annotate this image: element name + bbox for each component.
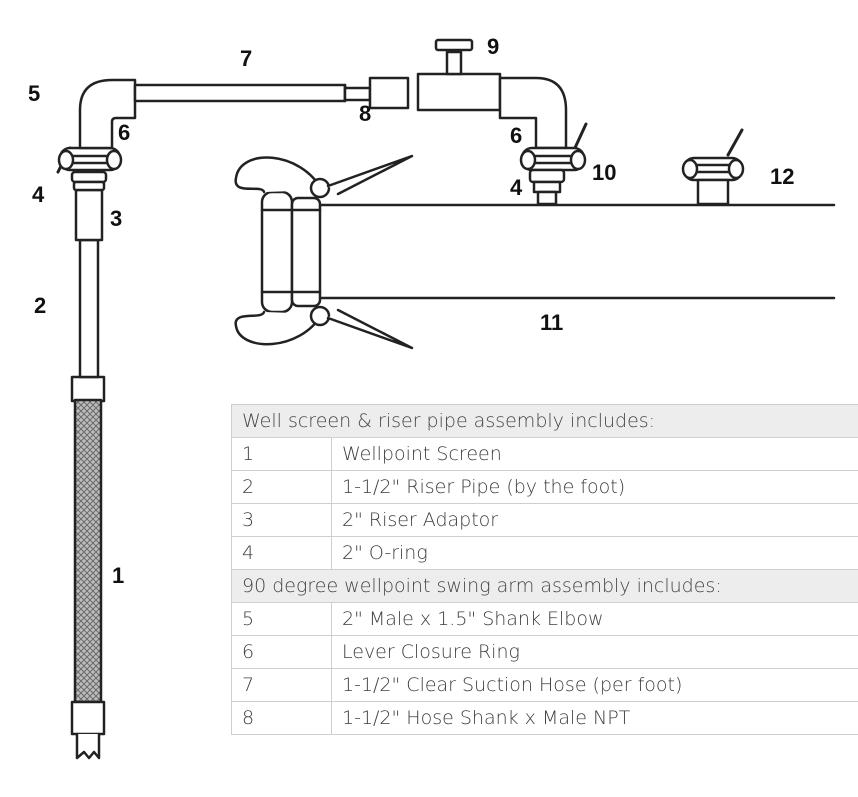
section-title: Well screen & riser pipe assembly includ…: [231, 404, 858, 438]
table-row: 6 Lever Closure Ring: [231, 635, 858, 669]
callout-6-right: 6: [510, 123, 522, 148]
callout-11: 11: [540, 310, 563, 335]
part-description: 1-1/2" Clear Suction Hose (per foot): [331, 668, 858, 702]
table-row: 5 2" Male x 1.5" Shank Elbow: [231, 602, 858, 636]
callout-12: 12: [770, 164, 794, 189]
coupler-adaptor: [528, 168, 566, 206]
callout-3: 3: [110, 206, 122, 231]
callout-2: 2: [34, 293, 46, 318]
callout-4-left: 4: [32, 182, 45, 207]
part-description: 1-1/2" Hose Shank x Male NPT: [331, 701, 858, 735]
hose-shank: [343, 76, 410, 110]
callout-4-right: 4: [510, 175, 523, 200]
part-number: 3: [231, 503, 332, 537]
riser-pipe: [78, 238, 100, 379]
parts-table: Well screen & riser pipe assembly includ…: [231, 404, 858, 735]
lever-closure-ring-left: [56, 146, 123, 174]
part-description: 2" Male x 1.5" Shank Elbow: [331, 602, 858, 636]
part-number: 6: [231, 635, 332, 669]
callout-5: 5: [28, 81, 40, 106]
clear-suction-hose: [133, 83, 347, 103]
callout-7: 7: [240, 46, 252, 71]
part-description: Wellpoint Screen: [331, 437, 858, 471]
part-description: 2" O-ring: [331, 536, 858, 570]
elbow-left: [78, 78, 137, 150]
part-number: 2: [231, 470, 332, 504]
table-row: 1 Wellpoint Screen: [231, 437, 858, 471]
section-title: 90 degree wellpoint swing arm assembly i…: [231, 569, 858, 603]
part-description: Lever Closure Ring: [331, 635, 858, 669]
part-number: 5: [231, 602, 332, 636]
elbow-right: [498, 76, 568, 150]
wellpoint-screen: [70, 375, 106, 760]
callout-1: 1: [112, 563, 124, 588]
part-number: 8: [231, 701, 332, 735]
lever-closure-ring-right: [519, 122, 588, 172]
callout-6-left: 6: [118, 120, 130, 145]
table-section-header: 90 degree wellpoint swing arm assembly i…: [231, 569, 858, 603]
callout-9: 9: [487, 34, 499, 59]
dust-cap: [681, 128, 745, 206]
table-row: 2 1-1/2" Riser Pipe (by the foot): [231, 470, 858, 504]
part-number: 4: [231, 536, 332, 570]
riser-adaptor: [74, 188, 104, 242]
table-row: 3 2" Riser Adaptor: [231, 503, 858, 537]
table-section-header: Well screen & riser pipe assembly includ…: [231, 404, 858, 438]
header-pipe: [234, 154, 836, 350]
valve: [416, 38, 502, 112]
callout-8: 8: [359, 101, 371, 126]
part-number: 7: [231, 668, 332, 702]
table-row: 8 1-1/2" Hose Shank x Male NPT: [231, 701, 858, 735]
part-description: 2" Riser Adaptor: [331, 503, 858, 537]
o-ring-left: [70, 170, 108, 192]
table-row: 4 2" O-ring: [231, 536, 858, 570]
table-row: 7 1-1/2" Clear Suction Hose (per foot): [231, 668, 858, 702]
part-description: 1-1/2" Riser Pipe (by the foot): [331, 470, 858, 504]
callout-10: 10: [592, 160, 616, 185]
part-number: 1: [231, 437, 332, 471]
